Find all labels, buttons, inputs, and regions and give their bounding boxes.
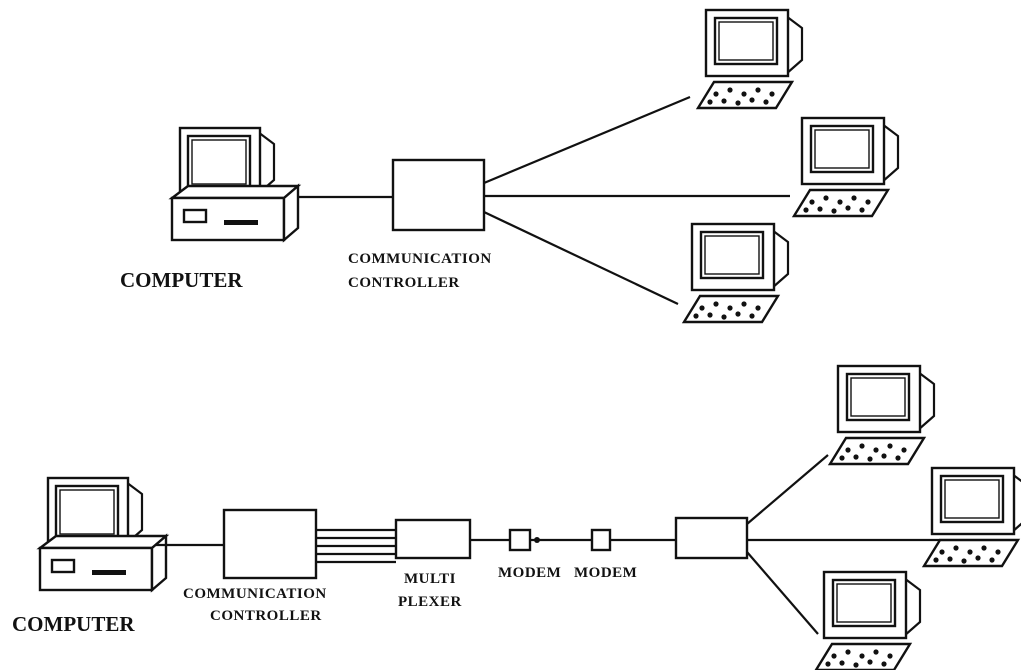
terminal-icon — [684, 224, 788, 322]
multiplexer-label-line2: PLEXER — [398, 594, 462, 610]
controller-label-bottom-line2: CONTROLLER — [210, 608, 322, 624]
controller-label-line2: CONTROLLER — [348, 275, 460, 291]
bottom-link-terminal-1 — [747, 455, 828, 524]
terminal-icon — [816, 572, 920, 670]
remote-controller-box — [676, 518, 747, 558]
controller-label-line1: COMMUNICATION — [348, 251, 492, 267]
computer-label: COMPUTER — [120, 268, 243, 292]
terminal-icon — [794, 118, 898, 216]
terminal-icon — [924, 468, 1021, 566]
modem-right-label: MODEM — [574, 565, 637, 581]
bottom-diagram: COMPUTER COMMUNICATION CONTROLLER MULTI … — [12, 366, 1021, 670]
computer-icon — [172, 128, 298, 240]
modem-right-box — [592, 530, 610, 550]
modem-left-label: MODEM — [498, 565, 561, 581]
modem-left-box — [510, 530, 530, 550]
top-diagram: COMPUTER COMMUNICATION CONTROLLER — [120, 10, 898, 322]
multiplexer-label-line1: MULTI — [404, 571, 456, 587]
terminal-icon — [698, 10, 802, 108]
multiplexer-box — [396, 520, 470, 558]
computer-label-bottom: COMPUTER — [12, 612, 135, 636]
terminal-icon — [830, 366, 934, 464]
communication-controller-box-bottom — [224, 510, 316, 578]
top-link-terminal-1 — [484, 97, 690, 183]
bottom-link-terminal-3 — [747, 552, 818, 634]
communication-controller-box — [393, 160, 484, 230]
controller-label-bottom-line1: COMMUNICATION — [183, 586, 327, 602]
computer-icon — [40, 478, 166, 590]
top-link-terminal-3 — [484, 212, 678, 304]
controller-multiplexer-lines — [316, 530, 396, 562]
